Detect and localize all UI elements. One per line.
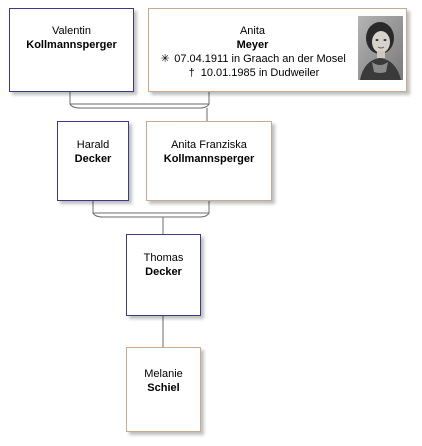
connector-parents-to-thomas [92, 212, 210, 218]
given-name: Anita Franziska [171, 139, 247, 151]
person-card-thomas[interactable]: Thomas Decker [126, 234, 201, 316]
given-name: Valentin [52, 25, 91, 37]
person-card-melanie[interactable]: Melanie Schiel [126, 347, 201, 432]
surname: Decker [74, 153, 112, 165]
death-icon: † [188, 67, 195, 79]
given-name: Harald [76, 139, 110, 151]
birth-icon: ✳ [160, 53, 170, 65]
connector-parents-to-anita-franziska [69, 103, 210, 109]
death-text: 10.01.1985 in Dudweiler [200, 67, 320, 79]
death-event: † 10.01.1985 in Dudweiler [149, 66, 356, 80]
person-card-anita-franziska[interactable]: Anita Franziska Kollmannsperger [146, 121, 272, 201]
connector-valentin-anita [69, 92, 210, 105]
given-name: Melanie [144, 368, 183, 380]
surname: Kollmannsperger [26, 39, 117, 51]
person-card-harald[interactable]: Harald Decker [57, 121, 129, 201]
surname: Schiel [147, 382, 180, 394]
given-name: Thomas [143, 252, 184, 264]
person-card-valentin[interactable]: Valentin Kollmannsperger [9, 8, 134, 92]
portrait-photo-icon [358, 16, 403, 80]
surname: Meyer [236, 39, 269, 51]
surname: Decker [145, 266, 182, 278]
person-card-anita-meyer[interactable]: Anita Meyer ✳ 07.04.1911 in Graach an de… [148, 8, 407, 92]
birth-text: 07.04.1911 in Graach an der Mosel [174, 53, 346, 65]
surname: Kollmannsperger [163, 153, 255, 165]
given-name: Anita [239, 25, 266, 37]
connector-harald-anita-franziska [92, 201, 210, 214]
birth-event: ✳ 07.04.1911 in Graach an der Mosel [149, 52, 356, 66]
